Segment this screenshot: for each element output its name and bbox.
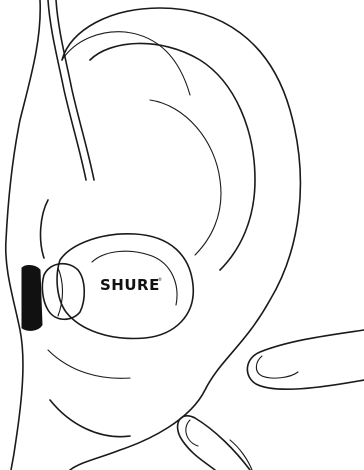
registered-mark: ® [158,277,162,282]
finger-lower-knuckle [230,440,252,470]
finger-upper [247,330,364,389]
earphone-cable-outer [48,0,86,180]
ear-lobe [50,400,130,437]
fingernail-upper [256,356,298,378]
ear-inner-fold [90,43,255,270]
fingernail-lower [186,420,198,446]
ear-antihelix [150,100,221,255]
ear-tragus [41,200,48,258]
finger-lower [178,416,250,470]
ear-outer-helix [62,8,300,470]
foam-sleeve [22,266,42,331]
ear-concha [48,350,130,378]
earphone-tip [42,264,84,320]
face-outline [6,0,40,470]
cable-over-ear-loop [62,32,190,95]
brand-logo: SHURE [100,276,160,294]
